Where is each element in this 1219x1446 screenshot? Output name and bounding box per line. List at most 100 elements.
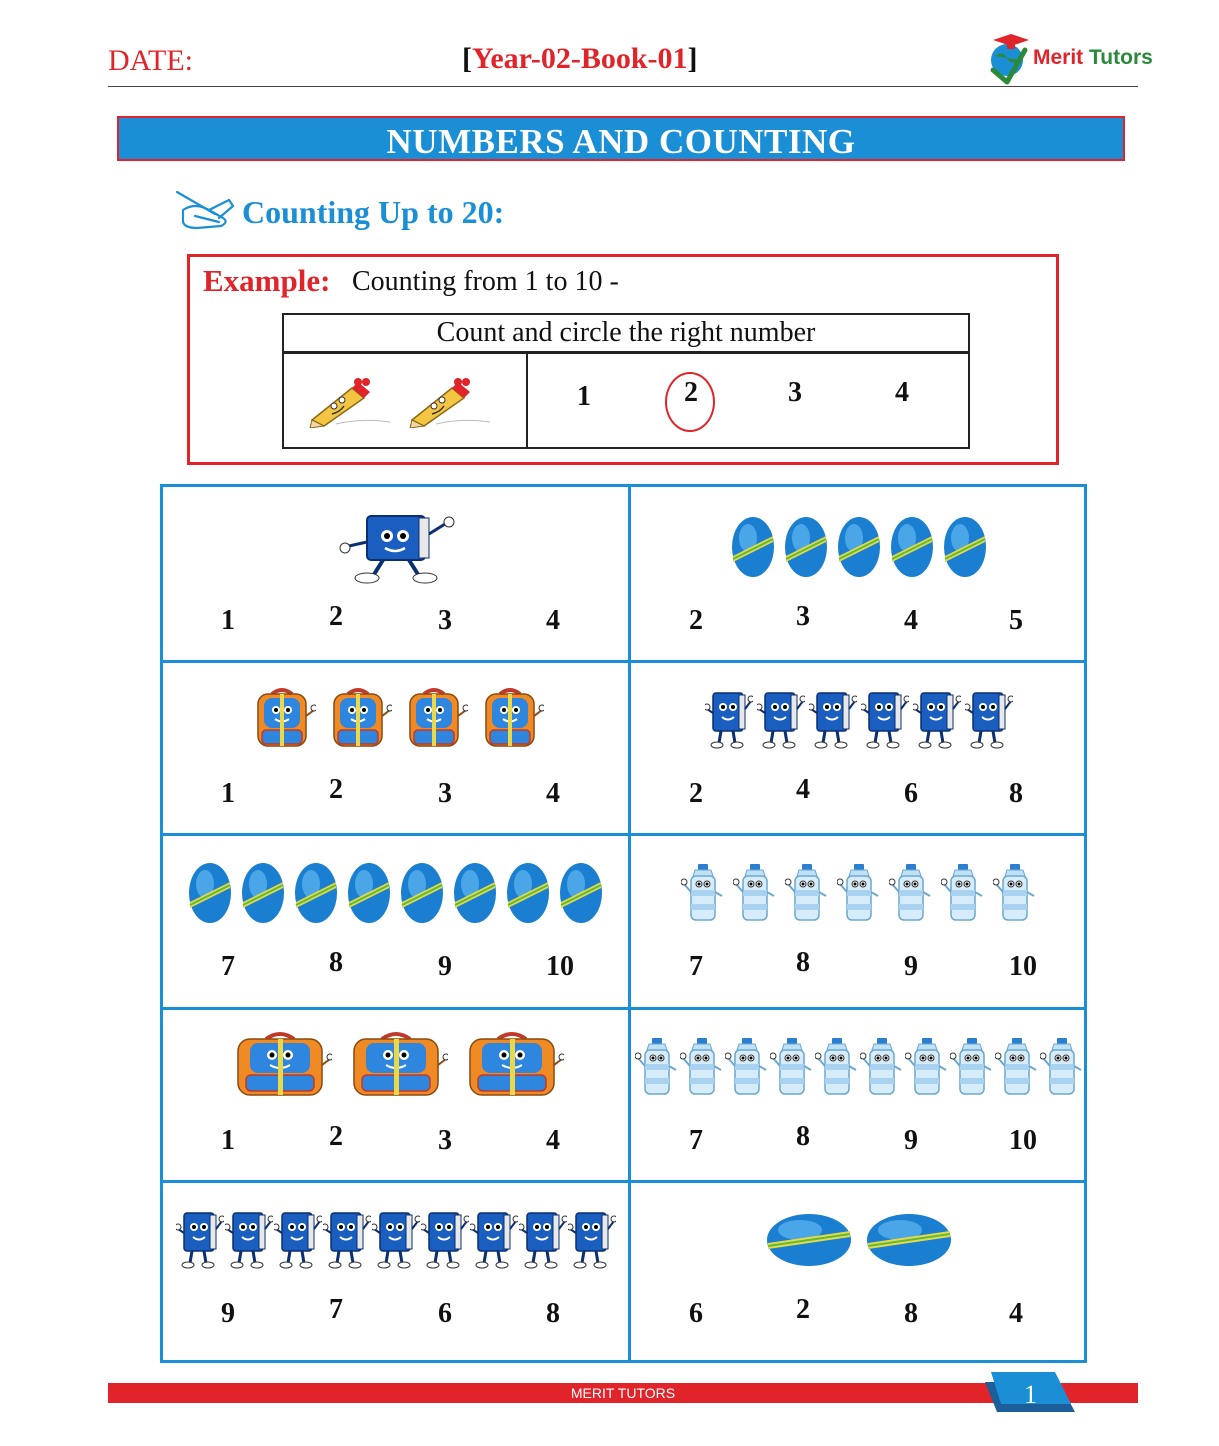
answer-option[interactable]: 4 xyxy=(1009,1298,1023,1329)
answer-option[interactable]: 8 xyxy=(796,1121,810,1152)
exercise-cell: 2 3 4 5 xyxy=(631,487,1087,660)
globe-icon xyxy=(990,34,1029,85)
example-option[interactable]: 3 xyxy=(788,377,802,408)
answer-option[interactable]: 6 xyxy=(689,1298,703,1329)
book-picture xyxy=(468,1209,519,1271)
answer-option[interactable]: 4 xyxy=(796,774,810,805)
answer-option[interactable]: 4 xyxy=(904,605,918,636)
exercise-cell: 1 2 3 4 xyxy=(163,660,628,833)
merit-tutors-logo: Merit Tutors xyxy=(985,30,1153,86)
example-pictures xyxy=(284,354,528,447)
answer-option[interactable]: 3 xyxy=(438,1125,452,1156)
answer-option[interactable]: 7 xyxy=(221,951,235,982)
answer-option[interactable]: 4 xyxy=(546,605,560,636)
grid-divider-horizontal xyxy=(163,1180,1084,1183)
exercise-pictures xyxy=(163,1025,628,1109)
bottle-picture xyxy=(836,862,881,924)
bottle-picture xyxy=(724,1036,769,1098)
answer-option[interactable]: 2 xyxy=(689,778,703,809)
footer-brand: MERIT TUTORS xyxy=(570,1385,676,1401)
answer-option[interactable]: 9 xyxy=(904,1125,918,1156)
answer-option[interactable]: 3 xyxy=(796,601,810,632)
exercise-cell: 9 7 6 8 xyxy=(163,1180,628,1353)
bottle-picture xyxy=(992,862,1037,924)
exercise-pictures xyxy=(163,678,628,762)
book-picture xyxy=(321,1209,372,1271)
answer-option[interactable]: 4 xyxy=(546,1125,560,1156)
section-heading-text: Counting Up to 20: xyxy=(242,194,505,230)
egg-picture xyxy=(559,862,603,924)
answer-option[interactable]: 6 xyxy=(438,1298,452,1329)
backpack-picture xyxy=(344,1031,449,1103)
exercise-pictures xyxy=(163,851,628,935)
book-picture xyxy=(174,1209,225,1271)
page-number: 1 xyxy=(1024,1380,1037,1409)
page-title: NUMBERS AND COUNTING xyxy=(386,122,856,161)
answer-option[interactable]: 1 xyxy=(221,778,235,809)
answer-option[interactable]: 2 xyxy=(796,1294,810,1325)
header-rule xyxy=(108,86,1138,87)
bottle-picture xyxy=(784,862,829,924)
egg-picture xyxy=(837,516,881,578)
book-picture xyxy=(272,1209,323,1271)
bottle-picture xyxy=(679,1036,724,1098)
page-number-tab xyxy=(985,1372,1075,1412)
exercise-pictures xyxy=(631,851,1087,935)
exercise-cell: 7 8 9 10 xyxy=(163,833,628,1006)
answer-option[interactable]: 3 xyxy=(438,605,452,636)
answer-option[interactable]: 8 xyxy=(796,947,810,978)
answer-option[interactable]: 1 xyxy=(221,605,235,636)
answer-option[interactable]: 3 xyxy=(438,778,452,809)
egg-picture xyxy=(506,862,550,924)
bottle-picture xyxy=(888,862,933,924)
book-picture xyxy=(963,689,1015,751)
answer-option[interactable]: 6 xyxy=(904,778,918,809)
bottle-picture xyxy=(769,1036,814,1098)
book-picture xyxy=(807,689,859,751)
answer-option[interactable]: 10 xyxy=(546,951,574,982)
answer-circle[interactable] xyxy=(665,372,715,432)
backpack-picture xyxy=(324,686,393,754)
pencil-picture xyxy=(306,378,392,433)
answer-option[interactable]: 7 xyxy=(329,1294,343,1325)
book-picture xyxy=(911,689,963,751)
answer-option[interactable]: 9 xyxy=(438,951,452,982)
answer-option[interactable]: 8 xyxy=(546,1298,560,1329)
logo-text: Merit Tutors xyxy=(1033,46,1153,70)
backpack-picture xyxy=(400,686,469,754)
answer-option[interactable]: 1 xyxy=(221,1125,235,1156)
egg-picture xyxy=(943,516,987,578)
exercise-cell: 7 8 9 10 xyxy=(631,1007,1087,1180)
example-option[interactable]: 4 xyxy=(895,377,909,408)
answer-option[interactable]: 2 xyxy=(329,1121,343,1152)
answer-option[interactable]: 2 xyxy=(329,601,343,632)
answer-option[interactable]: 8 xyxy=(904,1298,918,1329)
bottle-picture xyxy=(904,1036,949,1098)
book-code: [Year-02-Book-01] xyxy=(462,42,698,76)
answer-option[interactable]: 5 xyxy=(1009,605,1023,636)
answer-option[interactable]: 10 xyxy=(1009,951,1037,982)
answer-option[interactable]: 9 xyxy=(904,951,918,982)
answer-option[interactable]: 7 xyxy=(689,951,703,982)
footer-bar: MERIT TUTORS xyxy=(108,1383,1138,1403)
answer-option[interactable]: 2 xyxy=(329,774,343,805)
example-box: Example: Counting from 1 to 10 - Count a… xyxy=(187,254,1059,465)
egg-picture xyxy=(890,516,934,578)
answer-option[interactable]: 10 xyxy=(1009,1125,1037,1156)
example-table-header: Count and circle the right number xyxy=(284,315,968,354)
answer-option[interactable]: 7 xyxy=(689,1125,703,1156)
egg-picture xyxy=(400,862,444,924)
exercise-pictures xyxy=(631,678,1087,762)
answer-option[interactable]: 8 xyxy=(329,947,343,978)
answer-option[interactable]: 2 xyxy=(689,605,703,636)
answer-option[interactable]: 8 xyxy=(1009,778,1023,809)
exercise-pictures xyxy=(631,505,1087,589)
answer-option[interactable]: 9 xyxy=(221,1298,235,1329)
bottle-picture xyxy=(680,862,725,924)
egg-picture xyxy=(188,862,232,924)
logo-text-merit: Merit xyxy=(1033,46,1084,69)
example-option[interactable]: 1 xyxy=(577,381,591,412)
grid-divider-horizontal xyxy=(163,833,1084,836)
answer-option[interactable]: 4 xyxy=(546,778,560,809)
